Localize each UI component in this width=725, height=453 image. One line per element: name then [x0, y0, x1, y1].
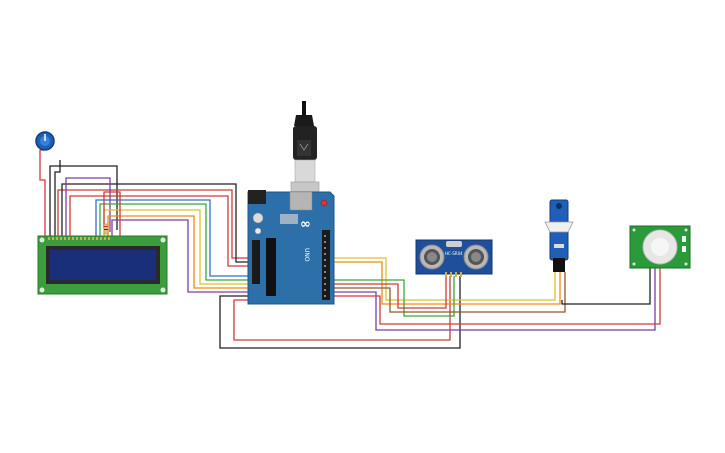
micro-servo[interactable]: [544, 199, 574, 272]
wire-red-lcd-3[interactable]: [103, 191, 121, 237]
left-header: [252, 240, 260, 284]
wires: [39, 149, 661, 349]
wire-green-lcd[interactable]: [99, 203, 248, 281]
resistor[interactable]: [103, 223, 109, 235]
ultrasonic-label: HC-SR04: [445, 251, 463, 256]
wire-brown-servo[interactable]: [330, 272, 566, 313]
arduino-logo: ∞: [300, 217, 311, 232]
power-jack: [248, 190, 266, 204]
wire-orange-echo[interactable]: [330, 261, 561, 305]
potentiometer[interactable]: [35, 131, 55, 151]
wire-black-pot[interactable]: [54, 160, 61, 237]
servo-horn-icon: [544, 221, 574, 233]
wire-red-lcd-vcc[interactable]: [39, 149, 46, 237]
pir-motion-sensor[interactable]: [629, 225, 691, 269]
lcd-pins: [48, 237, 110, 240]
wire-green-us[interactable]: [330, 276, 455, 317]
usb-icon: [299, 143, 309, 151]
usb-port: [289, 191, 313, 211]
wire-purple-pir[interactable]: [330, 268, 656, 331]
wire-black-pir[interactable]: [561, 268, 651, 305]
wire-black-top[interactable]: [61, 183, 248, 263]
wire-red-us[interactable]: [330, 276, 447, 309]
wire-yellow-trig[interactable]: [330, 257, 556, 301]
wire-red-top[interactable]: [57, 189, 248, 259]
arduino-uno-label: UNO: [303, 248, 310, 262]
wire-red-lcd-2[interactable]: [69, 195, 248, 267]
atmega-chip: [266, 238, 276, 296]
wire-purple-lcd-2[interactable]: [111, 219, 248, 293]
lcd-screen: [50, 250, 156, 280]
ultrasonic-sensor[interactable]: HC-SR04: [415, 239, 493, 277]
servo-connector: [553, 258, 565, 272]
wire-black-lcd-gnd[interactable]: [49, 165, 118, 237]
wire-orange-lcd[interactable]: [107, 215, 248, 289]
arduino-uno-board[interactable]: ∞ UNO: [247, 190, 335, 305]
wire-purple-lcd[interactable]: [65, 177, 111, 237]
wire-red-pir[interactable]: [330, 268, 661, 325]
lcd-display: [37, 235, 168, 295]
crystal: [446, 241, 462, 247]
wire-blue-lcd[interactable]: [95, 199, 248, 277]
usb-cable: [290, 101, 320, 197]
wire-red-bottom-loop[interactable]: [233, 276, 451, 341]
right-header: [322, 230, 330, 300]
reset-button[interactable]: [320, 199, 328, 207]
